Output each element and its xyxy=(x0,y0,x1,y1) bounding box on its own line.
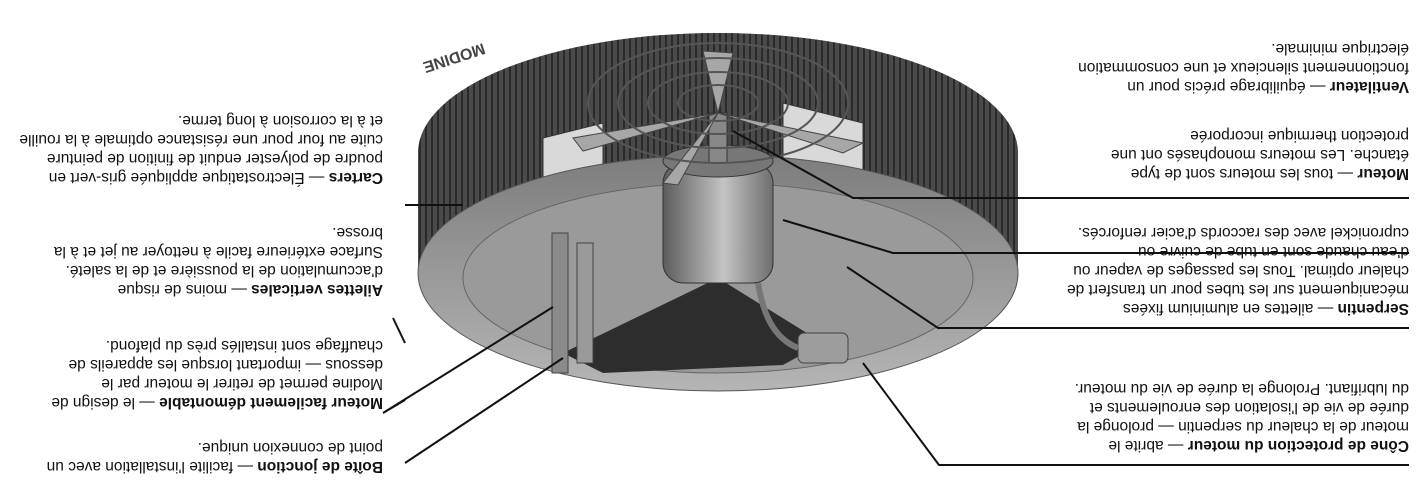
fan-blade xyxy=(702,50,734,114)
leader-moteur xyxy=(782,219,1409,254)
housing-cutaway xyxy=(563,278,823,373)
fan-blade xyxy=(572,112,719,152)
callout-serpentin: Serpentin — ailettes en aluminium fixées… xyxy=(1064,223,1409,318)
conduit xyxy=(755,282,800,351)
callout-moteur-demontable-title: Moteur facilement démontable xyxy=(159,394,383,411)
leader-ventilateur xyxy=(732,130,1409,199)
callout-moteur: Moteur — tous les moteurs sont de type é… xyxy=(1109,126,1409,183)
callout-moteur-demontable: Moteur facilement démontable — le design… xyxy=(43,336,383,412)
callout-ailettes: Ailettes verticales — moins de risque d'… xyxy=(53,223,383,299)
callout-protection-cone: Cône de protection du moteur — abrite le… xyxy=(1069,379,1409,455)
callout-ventilateur: Ventilateur — équilibrage précis pour un… xyxy=(1069,39,1409,96)
supply-pipe xyxy=(576,242,594,364)
leader-serpentin xyxy=(846,266,1409,329)
leader-protection-cone xyxy=(862,362,1409,466)
leader-moteur-demontable xyxy=(382,306,554,414)
callout-carters-title: Carters xyxy=(328,169,383,186)
callout-carters: Carters — Électrostatique appliquée gris… xyxy=(13,111,383,187)
callout-ventilateur-title: Ventilateur xyxy=(1329,78,1409,95)
leader-boite-jonction xyxy=(404,357,564,464)
return-pipe xyxy=(551,232,569,374)
callout-boite-jonction-title: Boîte de jonction xyxy=(257,458,383,475)
callout-carters-text: — Électrostatique appliquée gris-vert en… xyxy=(19,112,383,186)
leader-lines xyxy=(382,130,1409,466)
callout-protection-cone-title: Cône de protection du moteur xyxy=(1187,437,1409,454)
callout-ailettes-title: Ailettes verticales xyxy=(251,281,383,298)
brand-logo: MODINE xyxy=(421,39,487,75)
fan-blade xyxy=(662,112,719,186)
fan-guard xyxy=(587,42,849,164)
callout-moteur-title: Moteur xyxy=(1357,165,1409,182)
junction-box xyxy=(797,332,849,364)
callout-serpentin-title: Serpentin xyxy=(1337,300,1409,317)
leader-ailettes xyxy=(392,317,406,344)
callout-boite-jonction: Boîte de jonction — facilite l'installat… xyxy=(43,438,383,476)
